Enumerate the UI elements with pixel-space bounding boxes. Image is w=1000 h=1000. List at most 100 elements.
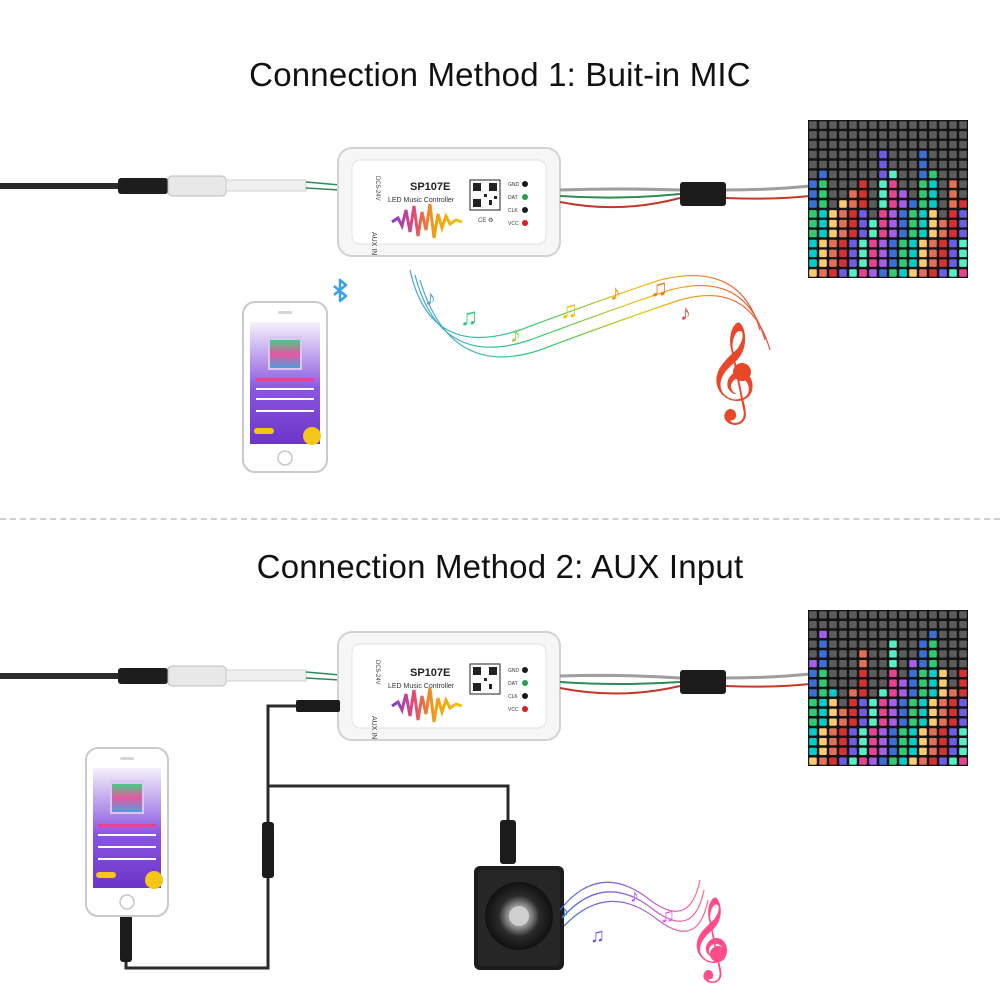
output-wires-1 [559,182,811,209]
led-pixel [859,160,867,169]
led-pixel [819,738,827,746]
led-pixel [959,140,967,149]
led-pixel [869,160,877,169]
led-pixel [889,611,897,619]
led-pixel [929,170,937,179]
led-pixel [919,150,927,159]
led-pixel [869,747,877,755]
led-pixel [929,621,937,629]
led-pixel [819,269,827,277]
led-pixel [939,259,947,267]
led-pixel [919,650,927,658]
led-pixel [849,630,857,638]
led-pixel [809,219,817,228]
treble-clef-icon: 𝄞 [688,895,731,983]
led-pixel [829,660,837,668]
led-pixel [959,660,967,668]
led-pixel [809,611,817,619]
led-pixel [809,757,817,765]
led-pixel [849,160,857,169]
led-pixel [879,200,887,208]
led-pixel [959,180,967,188]
led-pixel [839,200,847,208]
led-pixel [949,160,957,169]
led-pixel [909,728,917,736]
led-pixel [809,630,817,638]
led-pixel [829,131,837,139]
led-pixel [889,650,897,658]
led-pixel [809,180,817,188]
led-pixel [909,621,917,629]
led-pixel [899,660,907,668]
led-pixel [869,708,877,716]
led-pixel [929,669,937,677]
led-pixel [849,650,857,658]
led-pixel [959,200,967,208]
led-pixel [829,669,837,677]
led-pixel [929,219,937,228]
led-pixel [809,140,817,149]
led-pixel [809,150,817,159]
led-pixel [889,259,897,267]
svg-text:VCC: VCC [508,707,519,713]
led-pixel [809,747,817,755]
led-pixel [899,249,907,258]
led-pixel [859,718,867,726]
led-pixel [869,738,877,746]
led-pixel [889,747,897,755]
led-pixel [829,738,837,746]
led-pixel [909,611,917,619]
led-pixel [839,621,847,629]
led-pixel [909,150,917,159]
led-pixel [949,650,957,658]
led-matrix-1 [808,120,968,278]
led-pixel [889,219,897,228]
led-pixel [909,219,917,228]
led-pixel [849,239,857,248]
led-pixel [889,708,897,716]
led-pixel [869,669,877,677]
led-pixel [949,699,957,707]
led-pixel [859,249,867,258]
speaker-icon [474,866,564,970]
led-pixel [939,219,947,228]
controller-model: SP107E [410,667,450,679]
led-pixel [939,689,947,697]
led-pixel [919,669,927,677]
led-pixel [939,249,947,258]
led-pixel [909,229,917,238]
led-pixel [869,249,877,258]
led-pixel [899,131,907,139]
led-pixel [879,699,887,707]
led-pixel [859,150,867,159]
led-pixel [879,150,887,159]
led-pixel [869,269,877,277]
led-pixel [879,219,887,228]
led-pixel [899,190,907,198]
led-pixel [849,210,857,218]
led-pixel [879,660,887,668]
led-pixel [899,747,907,755]
led-pixel [809,190,817,198]
led-pixel [809,249,817,258]
output-wires-2 [559,670,811,695]
led-pixel [929,121,937,129]
led-pixel [869,210,877,218]
led-pixel [869,699,877,707]
led-pixel [809,640,817,648]
led-pixel [819,689,827,697]
led-pixel [939,180,947,188]
led-pixel [849,150,857,159]
led-pixel [869,229,877,238]
led-pixel [959,630,967,638]
led-pixel [929,718,937,726]
led-pixel [889,150,897,159]
led-pixel [889,699,897,707]
led-pixel [919,757,927,765]
led-pixel [959,170,967,179]
led-pixel [859,131,867,139]
led-pixel [939,747,947,755]
led-pixel [839,219,847,228]
led-pixel [929,180,937,188]
svg-text:CE ♻: CE ♻ [478,217,493,224]
